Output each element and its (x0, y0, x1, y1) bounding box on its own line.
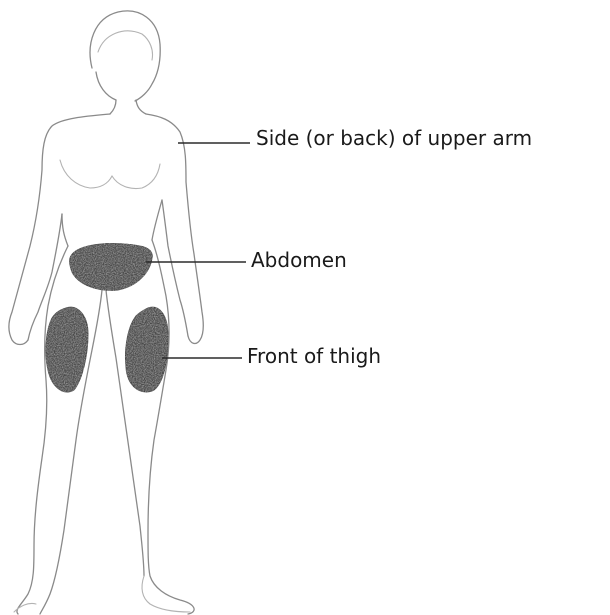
left-thigh-site (125, 307, 168, 392)
abdomen-label: Abdomen (251, 250, 347, 270)
body-outline (9, 11, 203, 614)
abdomen-site (70, 244, 153, 291)
injection-sites (46, 244, 168, 392)
right-thigh-site (46, 307, 88, 392)
thigh-label: Front of thigh (247, 346, 381, 366)
upper-arm-label: Side (or back) of upper arm (256, 128, 532, 148)
